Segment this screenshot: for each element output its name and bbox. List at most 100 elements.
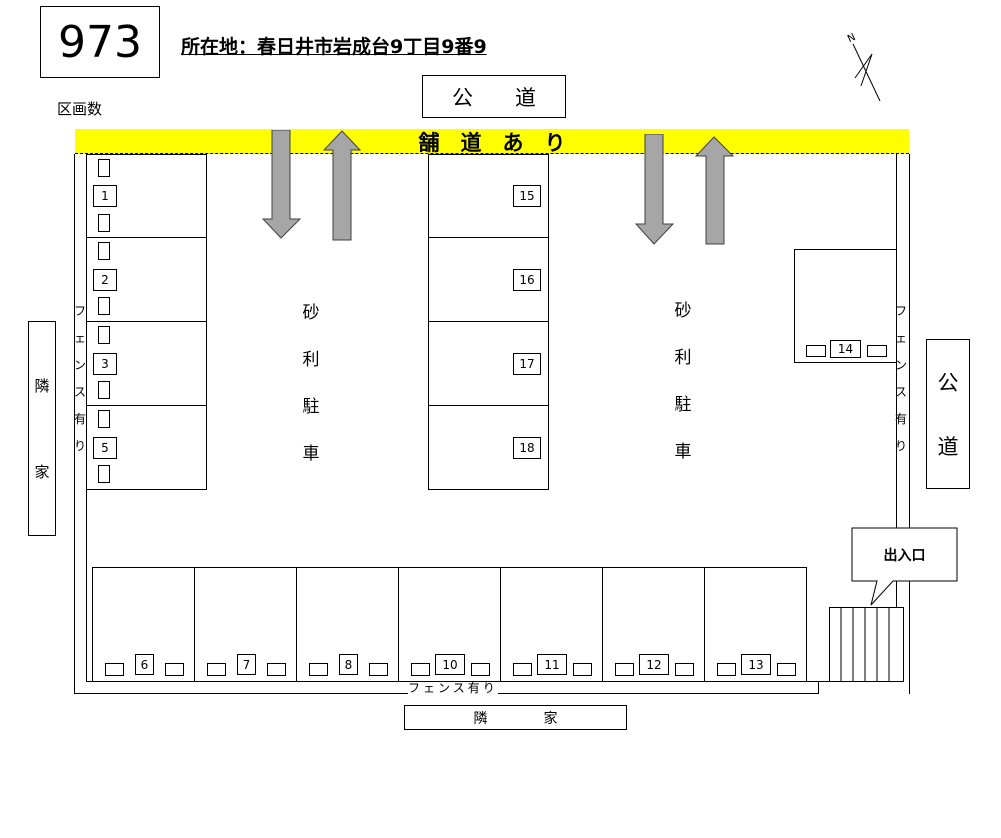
lot-number: 2 bbox=[101, 273, 109, 287]
fence-left-char: ス bbox=[73, 385, 86, 399]
lot-number: 13 bbox=[748, 657, 764, 672]
property-number-box: 973 bbox=[40, 6, 160, 78]
gravel-left-char: 車 bbox=[302, 444, 320, 464]
wheel-stop bbox=[573, 663, 592, 676]
wheel-stop bbox=[98, 242, 110, 260]
gravel-parking-left: 砂 利 駐 車 bbox=[296, 290, 326, 478]
lot-number: 8 bbox=[344, 657, 353, 672]
lot-number: 11 bbox=[544, 657, 560, 672]
parking-space: 14 bbox=[794, 249, 897, 363]
fence-left-char: ン bbox=[73, 358, 86, 372]
arrow-down-icon bbox=[635, 134, 675, 245]
wheel-stop bbox=[675, 663, 694, 676]
wheel-stop bbox=[98, 214, 110, 232]
gravel-parking-right: 砂 利 駐 車 bbox=[668, 288, 698, 476]
neighbor-left: 隣 家 bbox=[28, 321, 56, 536]
wheel-stop bbox=[105, 663, 124, 676]
wheel-stop bbox=[98, 465, 110, 483]
parking-space: 12 bbox=[602, 567, 705, 682]
parking-space: 13 bbox=[704, 567, 807, 682]
parking-space: 17 bbox=[428, 321, 549, 406]
parking-space: 7 bbox=[194, 567, 297, 682]
lot-number-box: 6 bbox=[135, 654, 154, 675]
neighbor-left-char: 家 bbox=[34, 463, 50, 482]
fence-right-label: フ ェ ン ス 有 り bbox=[894, 298, 908, 460]
lot-number-box: 8 bbox=[339, 654, 358, 675]
parking-space: 10 bbox=[398, 567, 501, 682]
wheel-stop bbox=[98, 410, 110, 428]
neighbor-bottom: 隣 家 bbox=[404, 705, 627, 730]
parking-space: 1 bbox=[86, 154, 207, 238]
lot-number-box: 18 bbox=[513, 437, 541, 459]
fence-left-char: フ bbox=[73, 304, 86, 318]
lot-number: 17 bbox=[519, 357, 535, 371]
lot-number-box: 15 bbox=[513, 185, 541, 207]
lot-number-box: 11 bbox=[537, 654, 567, 675]
fence-left-char: 有 bbox=[73, 412, 86, 426]
parking-space: 5 bbox=[86, 405, 207, 490]
lot-number-box: 13 bbox=[741, 654, 771, 675]
wheel-stop bbox=[98, 326, 110, 344]
public-road-right-char: 公 bbox=[937, 371, 959, 395]
fence-left-char: り bbox=[73, 439, 86, 453]
public-road-right: 公 道 bbox=[926, 339, 970, 489]
fence-left-char: ェ bbox=[73, 331, 86, 345]
fence-left-label: フ ェ ン ス 有 り bbox=[73, 298, 87, 460]
lot-bottom-boundary-end bbox=[818, 682, 819, 694]
parking-space: 6 bbox=[92, 567, 195, 682]
wheel-stop bbox=[98, 297, 110, 315]
gravel-right-char: 砂 bbox=[674, 301, 692, 321]
gravel-right-char: 駐 bbox=[674, 395, 692, 415]
public-road-top-label: 公 道 bbox=[452, 85, 536, 110]
fence-right-char: ス bbox=[894, 385, 907, 399]
bottom-lot-row: 6 7 8 10 11 12 13 bbox=[92, 567, 807, 682]
lot-number-box: 16 bbox=[513, 269, 541, 291]
lot-number: 5 bbox=[101, 441, 109, 455]
parking-space: 3 bbox=[86, 321, 207, 406]
left-lot-column: 1 2 3 5 bbox=[86, 154, 207, 490]
arrow-up-icon bbox=[695, 136, 735, 245]
lot-number: 12 bbox=[646, 657, 662, 672]
sidewalk-label: 舗 道 あ り bbox=[418, 130, 566, 155]
wheel-stop bbox=[806, 345, 826, 357]
wheel-stop bbox=[513, 663, 532, 676]
lot-number: 10 bbox=[442, 657, 458, 672]
lot-number: 18 bbox=[519, 441, 535, 455]
lot-number: 16 bbox=[519, 273, 535, 287]
wheel-stop bbox=[309, 663, 328, 676]
wheel-stop bbox=[207, 663, 226, 676]
arrow-up-icon bbox=[323, 130, 362, 241]
parking-space: 16 bbox=[428, 237, 549, 322]
lot-number: 14 bbox=[837, 342, 854, 356]
wheel-stop bbox=[165, 663, 184, 676]
fence-right-char: り bbox=[894, 439, 907, 453]
public-road-top: 公 道 bbox=[422, 75, 566, 118]
wheel-stop bbox=[267, 663, 286, 676]
lot-number-box: 2 bbox=[93, 269, 117, 291]
parking-space: 15 bbox=[428, 154, 549, 238]
entrance-label: 出入口 bbox=[883, 547, 926, 564]
wheel-stop bbox=[98, 159, 110, 177]
lot-number-box: 17 bbox=[513, 353, 541, 375]
neighbor-bottom-label: 隣 家 bbox=[473, 710, 558, 727]
wheel-stop bbox=[369, 663, 388, 676]
lot-number-box: 10 bbox=[435, 654, 465, 675]
parking-space: 8 bbox=[296, 567, 399, 682]
fence-right-char: 有 bbox=[894, 412, 907, 426]
gravel-right-char: 車 bbox=[674, 442, 692, 462]
property-number: 973 bbox=[58, 16, 142, 68]
fence-right-char: ェ bbox=[894, 331, 907, 345]
parking-space: 11 bbox=[500, 567, 603, 682]
lot-number: 15 bbox=[519, 189, 535, 203]
lot-number-box: 5 bbox=[93, 437, 117, 459]
wheel-stop bbox=[471, 663, 490, 676]
lot-number-box: 1 bbox=[93, 185, 117, 207]
public-road-right-char: 道 bbox=[937, 435, 959, 459]
lot-outer-boundary bbox=[74, 154, 910, 694]
wheel-stop bbox=[717, 663, 736, 676]
gravel-left-char: 駐 bbox=[302, 397, 320, 417]
fence-right-char: フ bbox=[894, 304, 907, 318]
address: 所在地：春日井市岩成台9丁目9番9 bbox=[181, 36, 487, 58]
lot-number-box: 3 bbox=[93, 353, 117, 375]
entrance-callout-icon bbox=[851, 527, 958, 606]
